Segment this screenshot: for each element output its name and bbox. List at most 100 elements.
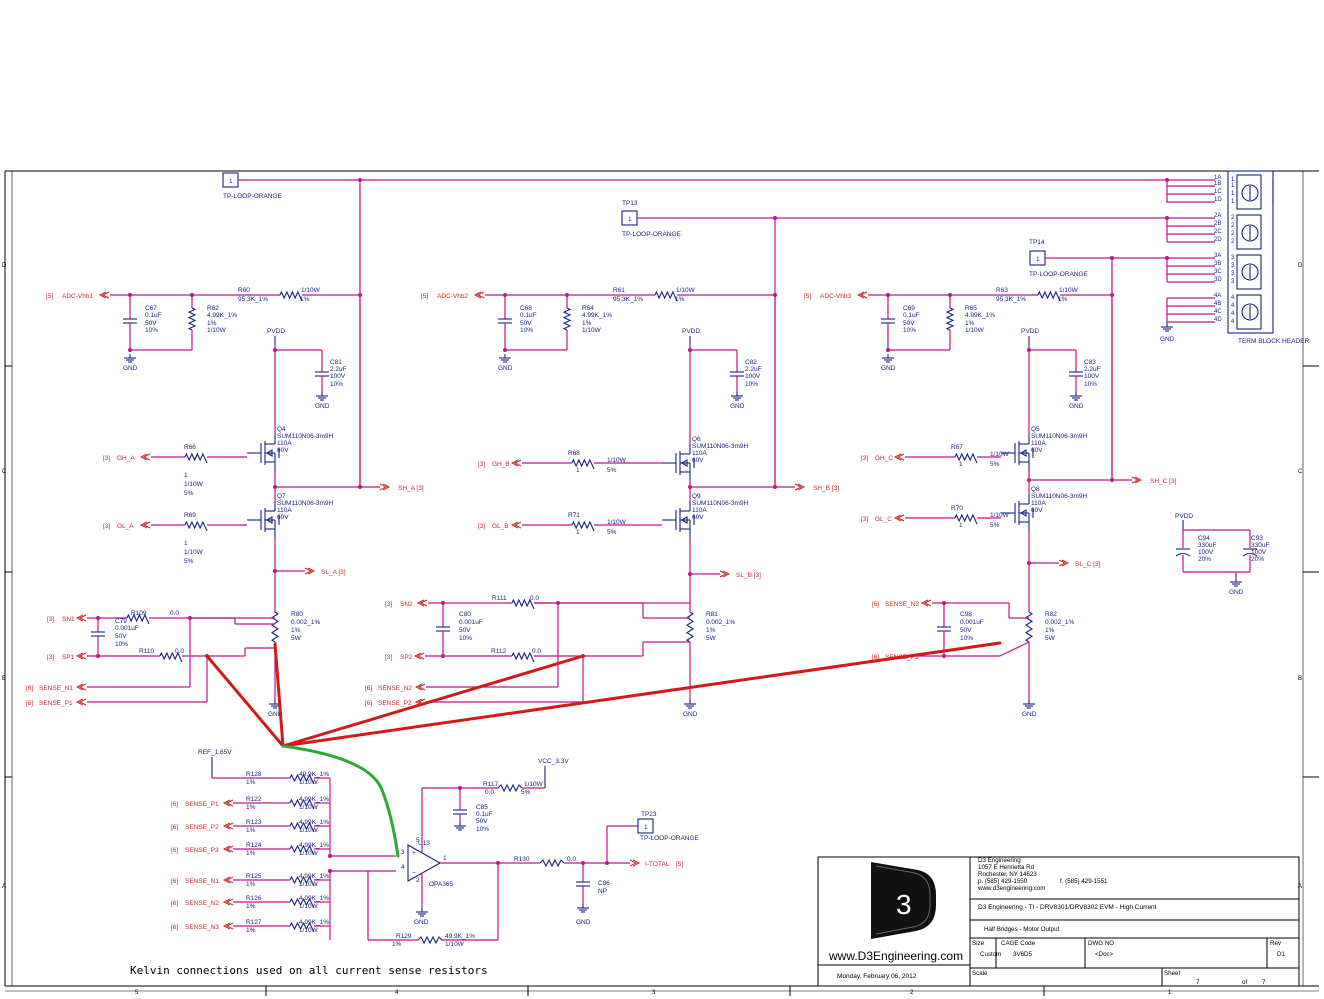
bulk-pvdd-label: PVDD (1175, 513, 1193, 520)
terminal-pin-9: 3B (1214, 261, 1221, 267)
row-label-b: B (2, 676, 6, 682)
hi-2-part: SUM110N06-3m9H (1031, 433, 1088, 440)
gh-tag-0: [3] (103, 455, 110, 462)
gl-net-0: GL_A (117, 523, 134, 530)
sh-net-1: SH_B [3] (813, 485, 839, 492)
amp-p-tol-2: 1% (246, 827, 256, 834)
rbot-tol-1: 1% (582, 320, 592, 327)
gl-pin-0: 1 (184, 540, 188, 547)
gh-ref-0: R66 (184, 444, 196, 451)
size-header: Size (972, 940, 985, 947)
sp-tag-0: [3] (47, 654, 54, 661)
drawing-subtitle: Half Bridges - Motor Output (984, 926, 1060, 933)
cap-tol-0: 10% (145, 327, 158, 334)
rtop-tol-0: 1% (300, 296, 310, 303)
gl-tol-1: 5% (607, 529, 617, 536)
tp13-ref: TP13 (622, 200, 638, 207)
amp-n-tol-1: 1% (246, 903, 256, 910)
amp-n-pw-0: 1/10W (299, 881, 319, 888)
adc-net-1: ADC-Vhb2 (437, 293, 468, 300)
svg-text:−: − (412, 870, 416, 877)
hi-0-ref: Q4 (277, 426, 286, 433)
amp-n-val-0: 4.99K_1% (299, 873, 329, 880)
c85-volt: 50V (476, 818, 488, 825)
tp23-ref: TP23 (641, 811, 657, 818)
opamp-symbol (407, 844, 442, 882)
gl-pw-0: 1/10W (184, 549, 204, 556)
lo-1-ref: Q9 (692, 493, 701, 500)
dwg-header: DWG NO (1088, 940, 1114, 947)
company-phone: p. (585) 429-1550 (978, 878, 1028, 885)
bulk-gnd-1: GND (730, 403, 745, 410)
hi-0-part: SUM110N06-3m9H (277, 433, 334, 440)
drawing-title: D3 Engineering - TI - DRV8301/DRV8302 EV… (978, 904, 1157, 911)
itotal-net: I-TOTAL (645, 861, 670, 868)
lo-2-current: 110A (1031, 500, 1046, 507)
sheet-header: Sheet (1164, 970, 1180, 977)
gh-net-0: GH_A (117, 455, 135, 462)
amp-n-ref-1: R126 (246, 895, 262, 902)
date-label: Monday, February 06, 2012 (837, 973, 917, 980)
terminal-pin-13: 4B (1214, 301, 1221, 307)
rtop-pw-2: 1/10W (1059, 287, 1079, 294)
gl-pin-1: 1 (576, 529, 580, 536)
tp23-label: TP-LOOP-ORANGE (640, 835, 700, 842)
amp-p-val-0: 49.9K_1% (299, 771, 329, 778)
c86-gnd-label: GND (576, 919, 591, 926)
terminal-num-8: 3 (1231, 255, 1235, 261)
csn-val-1: 0.001uF (459, 619, 483, 626)
csn-volt-2: 50V (960, 627, 972, 634)
lo-0-ref: Q7 (277, 493, 286, 500)
cap-ref-0: C67 (145, 305, 157, 312)
tp-a-pin: 1 (229, 178, 233, 185)
terminal-pin-11: 3D (1214, 277, 1222, 283)
row-label-d: D (2, 263, 7, 269)
row-label-c-right: C (1298, 469, 1303, 475)
hi-1-part: SUM110N06-3m9H (692, 443, 749, 450)
tp23-box (637, 818, 654, 834)
c86-val: NP (598, 888, 607, 895)
outp-tag-1: [6] (365, 700, 372, 707)
amp-n-ref-0: R125 (246, 873, 262, 880)
amp-p-tol-0: 1% (246, 779, 256, 786)
pvdd-label-2: PVDD (1021, 328, 1039, 335)
half-bridge-c: [5]ADC-Vhb3R6395.3K_1%1/10W1%GNDC690.1uF… (804, 287, 1177, 718)
bulk-capacitors: PVDD GND C94 330uF 100V 20% C93 330uF 10… (1175, 513, 1269, 596)
gh-tol-1: 5% (607, 467, 617, 474)
half-bridge-a: [5]ADC-Vhb1R6095.3K_1%1/10W1%GNDC670.1uF… (26, 287, 424, 718)
terminal-pin-15: 4D (1214, 317, 1222, 323)
outn-tag-0: [6] (26, 685, 33, 692)
terminal-num-12: 4 (1231, 295, 1235, 301)
terminal-num-1: 1 (1231, 183, 1235, 189)
csn-val-0: 0.001uF (115, 625, 139, 632)
half-bridge-b: [5]ADC-Vhb2R6195.3K_1%1/10W1%GNDC680.1uF… (365, 287, 839, 718)
sp-tag-2: [6] (872, 654, 879, 661)
cap-volt-2: 50V (903, 320, 915, 327)
sp-net-0: SP1 (62, 654, 75, 661)
gh-tag-1: [3] (478, 461, 485, 468)
rsp-ref-0: R110 (139, 648, 154, 655)
row-label-d-right: D (1298, 263, 1303, 269)
gh-pw-2: 1/10W (990, 451, 1010, 458)
sp-tag-1: [3] (385, 654, 392, 661)
r129-tol: 1% (392, 941, 402, 948)
terminal-pin-5: 2B (1214, 221, 1221, 227)
adc-net-0: ADC-Vhb1 (62, 293, 93, 300)
sn-tag-0: [3] (47, 616, 54, 623)
u13-pin3: 3 (401, 849, 405, 856)
terminal-num-0: 1 (1231, 177, 1235, 183)
rbot-val-2: 4.99K_1% (965, 312, 995, 319)
cap-tol-1: 10% (520, 327, 533, 334)
gl-tag-1: [3] (478, 523, 485, 530)
r130-val: 0.0 (567, 856, 576, 863)
rtop-pw-1: 1/10W (676, 287, 696, 294)
u13-gnd-label: GND (414, 919, 429, 926)
term-gnd-label: GND (1160, 336, 1175, 343)
amp-p-pw-0: 1/10W (299, 779, 319, 786)
c93-ref: C93 (1251, 535, 1263, 542)
amp-p-val-3: 4.99K_1% (299, 842, 329, 849)
u13-part: OPA365 (429, 881, 453, 888)
dwg-value: <Doc> (1095, 951, 1114, 958)
